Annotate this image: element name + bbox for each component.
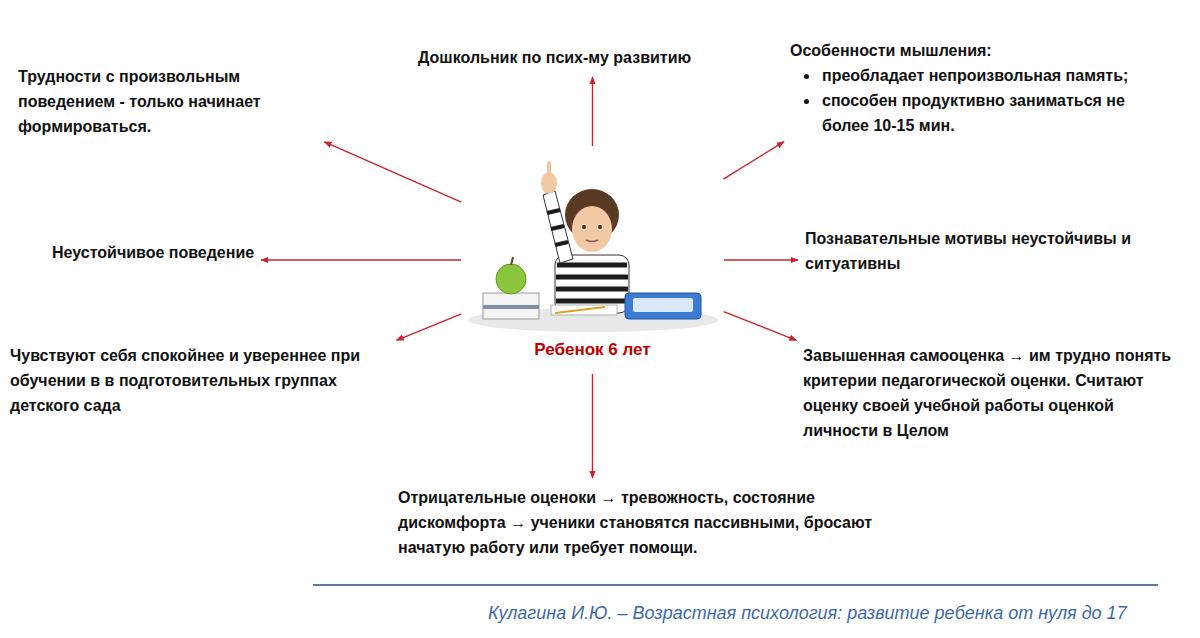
striped-shirt xyxy=(555,255,629,313)
node-text: Чувствуют себя спокойнее и увереннее при… xyxy=(10,343,390,418)
text-node: Особенности мышления:преобладает непроиз… xyxy=(790,38,1170,138)
stripe xyxy=(547,210,560,213)
apple-stem xyxy=(511,257,513,265)
text-node: Отрицательные оценоки → тревожность, сос… xyxy=(398,485,888,560)
stripe xyxy=(555,242,568,245)
bullet-item: преобладает непроизвольная память; xyxy=(820,63,1170,88)
bullet-list: преобладает непроизвольная память;способ… xyxy=(790,63,1170,138)
pencil xyxy=(555,307,605,313)
pencil-case-inner xyxy=(633,298,693,312)
node-heading: Особенности мышления: xyxy=(790,38,1170,63)
text-node: Чувствуют себя спокойнее и увереннее при… xyxy=(10,343,390,418)
stripe xyxy=(551,226,564,229)
stripe xyxy=(556,287,628,292)
central-label: Ребенок 6 лет xyxy=(534,337,650,362)
pencil-case xyxy=(625,293,701,319)
arrow-connector xyxy=(592,77,593,146)
arrow-connector xyxy=(724,259,798,260)
child-illustration xyxy=(465,155,720,335)
stripe xyxy=(557,263,627,268)
text-node: Завышенная самооценка → им трудно понять… xyxy=(803,343,1188,443)
text-node: Дошкольник по псих-му развитию xyxy=(418,45,691,70)
eye xyxy=(582,225,586,229)
stripe xyxy=(556,299,628,304)
node-text: Познавательные мотивы неустойчивы и ситу… xyxy=(805,226,1180,276)
eye xyxy=(598,225,602,229)
node-text: Завышенная самооценка → им трудно понять… xyxy=(803,343,1188,443)
node-text: Неустойчивое поведение xyxy=(52,240,254,265)
notebook xyxy=(551,305,617,315)
arrow-connector xyxy=(261,259,461,260)
finger xyxy=(547,161,551,175)
hand xyxy=(541,172,557,194)
apple xyxy=(496,264,526,294)
arrow-connector xyxy=(324,142,461,202)
arm-stripes xyxy=(547,210,568,245)
stripe xyxy=(556,275,628,280)
footer-rule xyxy=(313,584,1158,586)
bullet-item: способен продуктивно заниматься не более… xyxy=(820,88,1170,138)
arrow-connector xyxy=(592,374,593,478)
arrow-connector xyxy=(723,142,784,179)
text-node: Познавательные мотивы неустойчивы и ситу… xyxy=(805,226,1180,276)
source-caption: Кулагина И.Ю. – Возрастная психология: р… xyxy=(488,603,1127,624)
book-stack xyxy=(483,293,539,319)
face xyxy=(572,206,612,252)
text-node: Трудности с произвольным поведением - то… xyxy=(18,64,318,139)
shirt-stripes xyxy=(556,265,628,301)
central-node: Ребенок 6 лет xyxy=(465,150,720,370)
text-node: Неустойчивое поведение xyxy=(52,240,254,265)
node-text: Трудности с произвольным поведением - то… xyxy=(18,64,318,139)
mouth xyxy=(586,240,598,242)
arrow-connector xyxy=(724,312,797,341)
book-spine xyxy=(483,305,539,309)
node-text: Дошкольник по псих-му развитию xyxy=(418,45,691,70)
node-text: Отрицательные оценоки → тревожность, сос… xyxy=(398,485,888,560)
arrow-connector xyxy=(397,314,462,341)
